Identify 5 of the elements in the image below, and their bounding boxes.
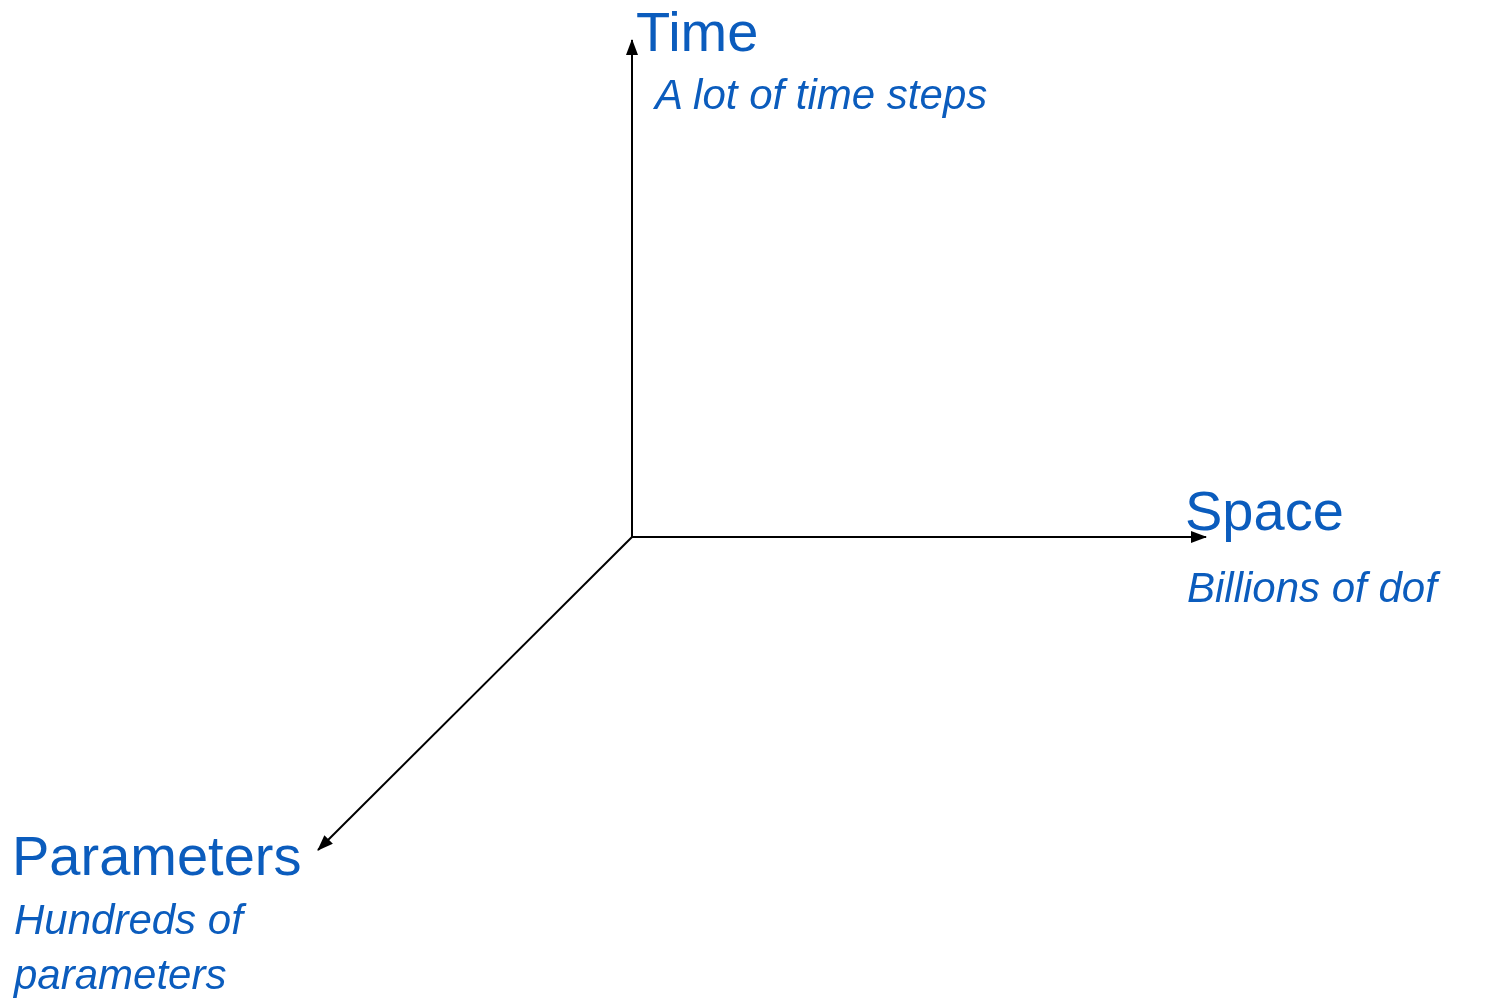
axis-description: Hundreds of parameters — [14, 893, 314, 999]
axis-title: Time — [636, 0, 759, 65]
axis-title: Parameters — [12, 823, 302, 889]
axis-description: A lot of time steps — [655, 70, 988, 120]
axis-title: Space — [1185, 478, 1344, 544]
